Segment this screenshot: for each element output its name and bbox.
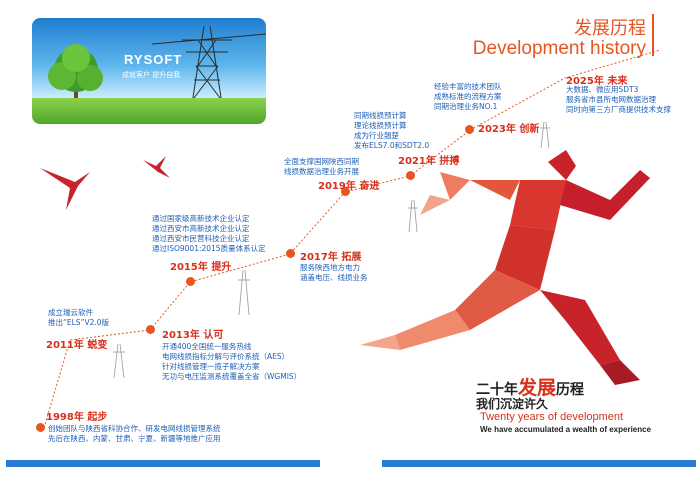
milestone-line: 成为行业翘楚 — [354, 131, 399, 140]
timeline-dot-2023 — [465, 125, 474, 134]
footer-bar-right — [382, 460, 696, 467]
milestone-line: 开通400全国统一服务热线 — [162, 342, 252, 351]
milestone-desc: 全面支撑国网陕西同期 线损数据治理业务开展 — [284, 157, 359, 177]
pylon-icon — [408, 199, 418, 233]
milestone-line: 通过西安市高新技术企业认定 — [152, 224, 250, 233]
milestone-year: 2017年 拓展 — [300, 252, 362, 263]
milestone-year: 2015年 提升 — [170, 262, 232, 273]
milestone-year: 2013年 认可 — [162, 330, 224, 341]
milestone-desc: 大数据、微应用SDT3 服务省市县所电网数据治理 同时向第三方厂商提供技术支撑 — [566, 85, 671, 115]
milestone-line: 通过国家级高新技术企业认定 — [152, 214, 250, 223]
timeline-dot-2019 — [341, 187, 350, 196]
milestone-desc: 经验丰富的技术团队 成熟标准的流程方案 同期治理业务NO.1 — [434, 82, 502, 112]
milestone-line: 同时向第三方厂商提供技术支撑 — [566, 105, 671, 114]
milestone-line: 发布ELS7.0和SDT2.0 — [354, 141, 430, 150]
slogan-part: 二十年 — [476, 382, 518, 398]
milestone-year: 2023年 创新 — [478, 124, 540, 135]
slogan-accent: 发展 — [518, 377, 557, 399]
timeline-dot-2021 — [406, 171, 415, 180]
slogan-part: 历程 — [556, 382, 585, 398]
milestone-line: 经验丰富的技术团队 — [434, 82, 502, 91]
milestone-desc: 创始团队与陕西省科协合作、研发电网线损管理系统 先后在陕西、内蒙、甘肃、宁夏、新… — [48, 424, 221, 444]
runner-figure — [360, 150, 650, 385]
timeline-path — [43, 49, 661, 429]
milestone-desc: 开通400全国统一服务热线 电网线损指标分解与评价系统（AES） 针对线损管理一… — [162, 342, 301, 382]
milestone-line: 推出“ELS”V2.0版 — [48, 318, 110, 327]
milestone-line: 大数据、微应用SDT3 — [566, 85, 639, 94]
milestone-desc: 通过国家级高新技术企业认定 通过西安市高新技术企业认定 通过西安市民营科技企业认… — [152, 214, 266, 254]
brand-name: RYSOFT — [124, 52, 183, 67]
milestone-line: 成立瑞云软件 — [48, 308, 93, 317]
company-banner: RYSOFT 成就客户 提升自我 — [32, 18, 266, 124]
milestone-year: 2011年 蜕变 — [46, 340, 108, 351]
milestone-line: 无功与电压监测系统覆盖全省（WGMIS） — [162, 372, 302, 381]
milestone-line: 针对线损管理一揽子解决方案 — [162, 362, 260, 371]
brand-slogan: 成就客户 提升自我 — [122, 71, 181, 79]
slogan-en-line1: Twenty years of development — [480, 411, 624, 423]
milestone-line: 同期治理业务NO.1 — [434, 102, 498, 111]
milestone-year: 2021年 拼搏 — [398, 156, 460, 167]
footer-bar-left — [6, 460, 320, 467]
milestone-line: 理论线损预计算 — [354, 121, 407, 130]
page-title-en: Development history — [472, 38, 646, 59]
milestone-line: 线损数据治理业务开展 — [284, 167, 359, 176]
timeline-dot-1998 — [36, 423, 45, 432]
timeline-dot-2015 — [186, 277, 195, 286]
milestone-desc: 同期线损预计算 理论线损预计算 成为行业翘楚 发布ELS7.0和SDT2.0 — [354, 111, 429, 151]
milestone-line: 创始团队与陕西省科协合作、研发电网线损管理系统 — [48, 424, 221, 433]
milestone-line: 服务省市县所电网数据治理 — [566, 95, 656, 104]
pylon-icon — [113, 343, 125, 379]
slogan-cn-line1: 二十年发展历程 — [476, 373, 584, 400]
milestone-line: 服务陕西地方电力 — [300, 263, 360, 272]
milestone-year: 2019年 奋进 — [318, 181, 380, 192]
timeline-dot-2017 — [286, 249, 295, 258]
pylon-icon — [238, 269, 250, 316]
timeline-dot-2013 — [146, 325, 155, 334]
grass-ground — [32, 98, 266, 124]
milestone-line: 先后在陕西、内蒙、甘肃、宁夏、新疆等地推广应用 — [48, 434, 221, 443]
milestone-line: 同期线损预计算 — [354, 111, 407, 120]
bird-icon — [143, 156, 170, 178]
page-title-cn: 发展历程 — [574, 18, 646, 39]
pylon-icon — [540, 121, 550, 149]
milestone-year: 2025年 未来 — [566, 76, 628, 87]
milestone-line: 涵盖电压、线损业务 — [300, 273, 368, 282]
title-accent-bar — [652, 14, 654, 56]
slogan-cn-line2: 我们沉淀许久 — [476, 397, 549, 411]
milestone-line: 电网线损指标分解与评价系统（AES） — [162, 352, 290, 361]
slogan-en-line2: We have accumulated a wealth of experien… — [480, 425, 652, 434]
banner-scenery — [48, 25, 266, 105]
milestone-line: 通过西安市民营科技企业认定 — [152, 234, 250, 243]
milestone-year: 1998年 起步 — [46, 412, 108, 423]
milestone-desc: 服务陕西地方电力 涵盖电压、线损业务 — [300, 263, 368, 283]
milestone-line: 成熟标准的流程方案 — [434, 92, 502, 101]
milestone-line: 通过ISO9001:2015质量体系认定 — [152, 244, 266, 253]
milestone-desc: 成立瑞云软件 推出“ELS”V2.0版 — [48, 308, 109, 328]
milestone-line: 全面支撑国网陕西同期 — [284, 157, 359, 166]
bird-icon — [40, 168, 90, 210]
